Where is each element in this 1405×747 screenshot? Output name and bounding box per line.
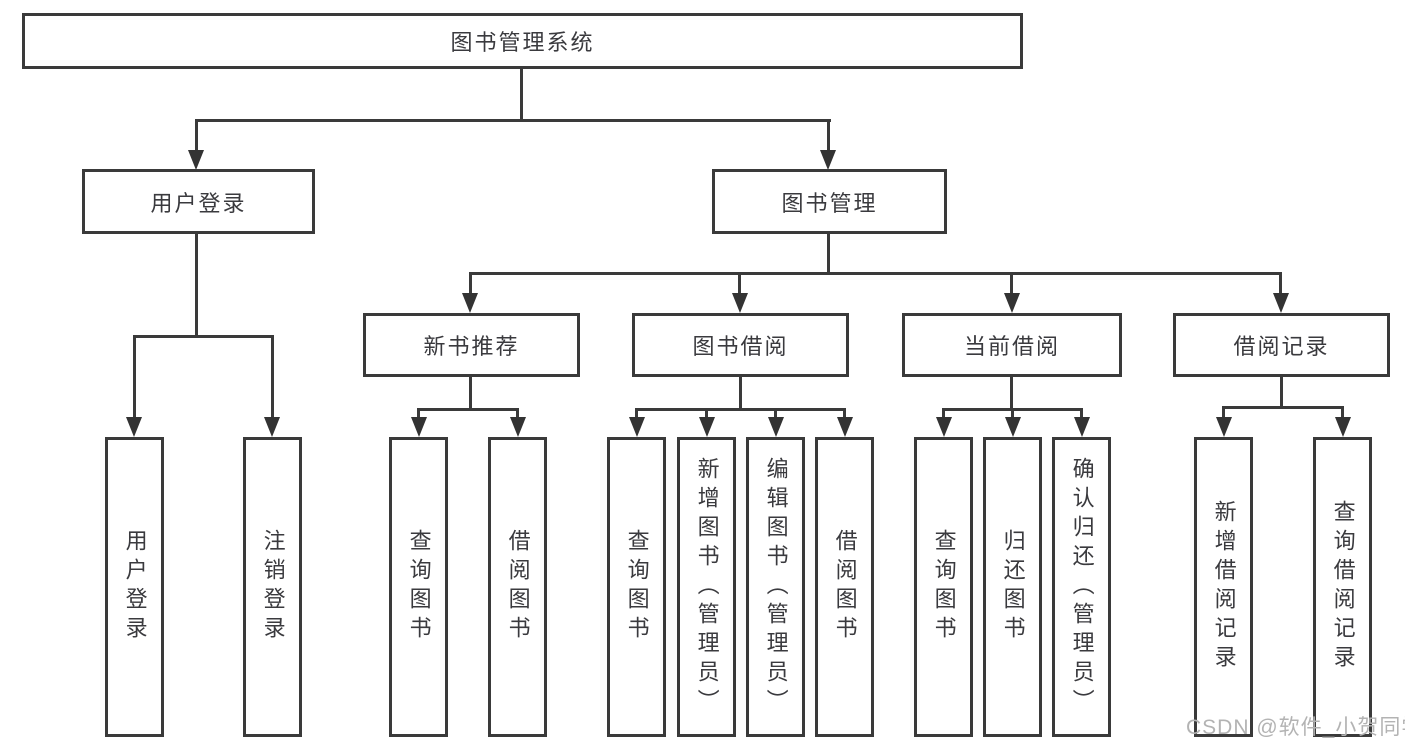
leaf-query-books-current: 查询图书	[914, 437, 973, 737]
leaf-add-borrow-record: 新增借阅记录	[1194, 437, 1253, 737]
connector-stem-new-book	[469, 272, 472, 295]
node-book-borrowing: 图书借阅	[632, 313, 849, 377]
leaf-confirm-return-admin: 确认归还（管理员）	[1052, 437, 1111, 737]
connector-new-book-trunk	[469, 377, 472, 410]
leaf-label: 借阅图书	[505, 529, 531, 645]
node-current-borrowing: 当前借阅	[902, 313, 1122, 377]
arrowhead-book-management	[820, 150, 836, 170]
node-label: 新书推荐	[423, 334, 520, 359]
connector-stem-login-leaf	[133, 335, 136, 420]
arrowhead-book-borrow	[732, 293, 748, 313]
node-user-login: 用户登录	[82, 169, 315, 234]
csdn-watermark: CSDN @软件_小贺同学	[1186, 716, 1405, 739]
connector-stem-user-login	[195, 119, 198, 152]
connector-root-trunk	[520, 69, 523, 120]
arrowhead-login-leaf	[126, 417, 142, 437]
node-library-management-system: 图书管理系统	[22, 13, 1023, 69]
node-label: 当前借阅	[963, 334, 1060, 359]
connector-book-mgmt-split	[469, 272, 1282, 275]
node-label: 借阅记录	[1233, 334, 1330, 359]
arrowhead-user-login	[188, 150, 204, 170]
leaf-logout: 注销登录	[243, 437, 302, 737]
connector-current-borrow-trunk	[1010, 377, 1013, 410]
leaf-borrow-books-recommend: 借阅图书	[488, 437, 547, 737]
connector-stem-leaf	[417, 408, 420, 420]
connector-stem-current-borrow	[1010, 272, 1013, 295]
leaf-label: 查询借阅记录	[1330, 500, 1356, 674]
node-label: 图书管理系统	[450, 30, 595, 55]
node-label: 图书借阅	[692, 334, 789, 359]
leaf-label: 查询图书	[624, 529, 650, 645]
arrowhead-new-book	[462, 293, 478, 313]
connector-stem-leaf	[1011, 408, 1014, 420]
connector-stem-leaf	[1341, 406, 1344, 420]
arrowhead-leaf	[936, 417, 952, 437]
arrowhead-borrow-records	[1273, 293, 1289, 313]
connector-root-split	[195, 119, 831, 122]
leaf-add-books-admin: 新增图书（管理员）	[677, 437, 736, 737]
node-new-book-recommendation: 新书推荐	[363, 313, 580, 377]
arrowhead-leaf	[1005, 417, 1021, 437]
node-label: 用户登录	[150, 190, 247, 216]
leaf-label: 归还图书	[1000, 529, 1026, 645]
arrowhead-leaf	[699, 417, 715, 437]
node-label: 图书管理	[781, 190, 878, 216]
leaf-user-login: 用户登录	[105, 437, 164, 737]
connector-book-mgmt-trunk	[827, 234, 830, 275]
connector-book-borrow-split	[635, 408, 846, 411]
arrowhead-leaf	[768, 417, 784, 437]
connector-book-borrow-trunk	[739, 377, 742, 410]
leaf-label: 新增图书（管理员）	[694, 456, 720, 718]
connector-user-login-trunk	[195, 234, 198, 338]
leaf-return-books: 归还图书	[983, 437, 1042, 737]
arrowhead-leaf	[837, 417, 853, 437]
leaf-borrow-books: 借阅图书	[815, 437, 874, 737]
leaf-label: 确认归还（管理员）	[1069, 456, 1095, 718]
connector-borrow-records-trunk	[1280, 377, 1283, 408]
connector-user-login-split	[133, 335, 274, 338]
node-book-management: 图书管理	[712, 169, 947, 234]
leaf-query-books-recommend: 查询图书	[389, 437, 448, 737]
connector-stem-leaf	[705, 408, 708, 420]
arrowhead-leaf	[411, 417, 427, 437]
connector-stem-leaf	[942, 408, 945, 420]
arrowhead-current-borrow	[1004, 293, 1020, 313]
node-borrowing-records: 借阅记录	[1173, 313, 1390, 377]
connector-stem-borrow-records	[1279, 272, 1282, 295]
arrowhead-leaf	[1074, 417, 1090, 437]
connector-stem-book-management	[827, 119, 830, 152]
connector-stem-book-borrow	[738, 272, 741, 295]
connector-new-book-split	[417, 408, 519, 411]
arrowhead-leaf	[510, 417, 526, 437]
leaf-label: 用户登录	[122, 529, 148, 645]
leaf-query-books-borrowing: 查询图书	[607, 437, 666, 737]
leaf-label: 查询图书	[406, 529, 432, 645]
leaf-query-borrow-record: 查询借阅记录	[1313, 437, 1372, 737]
leaf-label: 借阅图书	[832, 529, 858, 645]
leaf-label: 查询图书	[931, 529, 957, 645]
leaf-edit-books-admin: 编辑图书（管理员）	[746, 437, 805, 737]
connector-stem-leaf	[516, 408, 519, 420]
connector-stem-logout-leaf	[271, 335, 274, 420]
leaf-label: 新增借阅记录	[1211, 500, 1237, 674]
arrowhead-logout-leaf	[264, 417, 280, 437]
arrowhead-leaf	[1335, 417, 1351, 437]
leaf-label: 注销登录	[260, 529, 286, 645]
connector-stem-leaf	[1080, 408, 1083, 420]
connector-stem-leaf	[843, 408, 846, 420]
connector-stem-leaf	[774, 408, 777, 420]
connector-stem-leaf	[635, 408, 638, 420]
connector-stem-leaf	[1222, 406, 1225, 420]
leaf-label: 编辑图书（管理员）	[763, 456, 789, 718]
arrowhead-leaf	[1216, 417, 1232, 437]
connector-borrow-records-split	[1222, 406, 1344, 409]
arrowhead-leaf	[629, 417, 645, 437]
